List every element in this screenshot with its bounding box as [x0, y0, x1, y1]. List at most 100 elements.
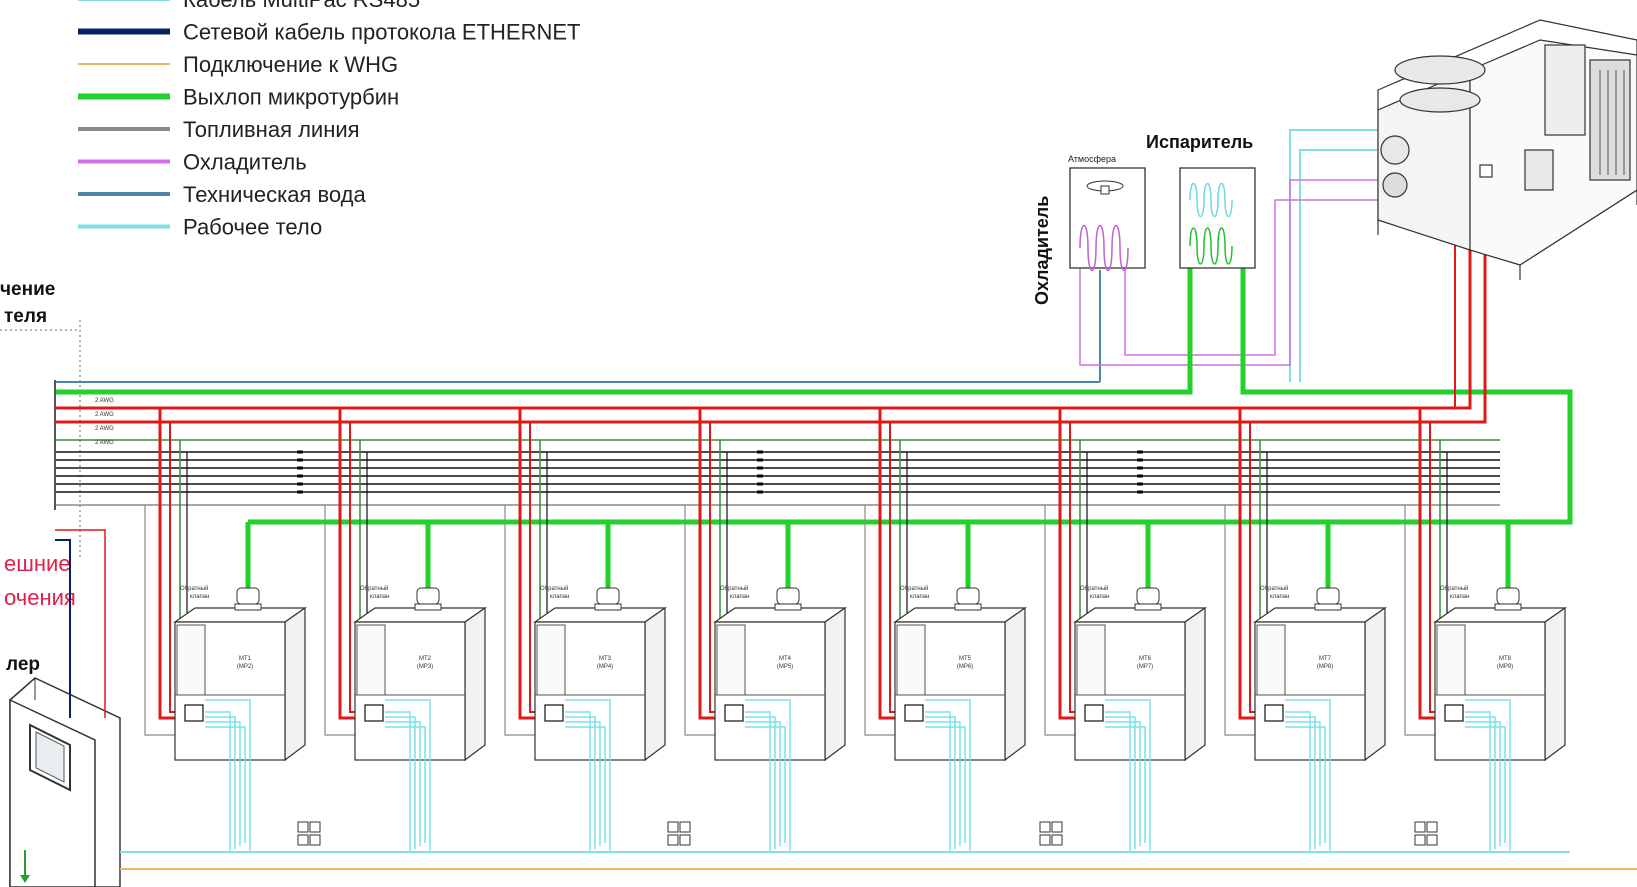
turbine-door	[176, 624, 206, 696]
check-valve-label-2: клапан	[1270, 594, 1289, 600]
check-valve-flange	[594, 603, 622, 611]
legend-label-6: Техническая вода	[183, 182, 366, 207]
turbine-name: MT3	[599, 656, 612, 662]
turbine-door	[896, 624, 926, 696]
legend-label-2: Подключение к WHG	[183, 52, 398, 77]
check-valve-flange	[954, 603, 982, 611]
turbine-rs485-0	[1465, 711, 1491, 852]
turbine-rs485-main	[1285, 699, 1331, 852]
check-valve-label-1: Обратный	[1440, 585, 1468, 592]
turbine-rs485-main	[385, 699, 431, 852]
check-valve	[1496, 587, 1520, 605]
turbine-rs485-1	[565, 716, 596, 849]
check-valve-label-2: клапан	[190, 594, 209, 600]
turbine-rs485-3	[385, 726, 426, 843]
check-valve-label-1: Обратный	[180, 585, 208, 592]
turbine-rs485-2	[1105, 721, 1141, 846]
turbine-name: MT8	[1499, 656, 1512, 662]
left-label-top-2: теля	[4, 306, 47, 327]
turbine-rs485-0	[745, 711, 771, 852]
ethernet-line	[55, 539, 71, 718]
turbine-fuel-drop	[864, 505, 905, 736]
check-valve-label-2: клапан	[1450, 594, 1469, 600]
turbine-door	[716, 624, 746, 696]
red-line-2	[55, 190, 1487, 424]
junction-box-2	[1039, 821, 1063, 846]
turbine-door	[536, 624, 566, 696]
check-valve-label-2: клапан	[730, 594, 749, 600]
turbine-rs485-3	[745, 726, 786, 843]
turbine-sub: (MP2)	[237, 664, 253, 670]
turbine-rs485-1	[1105, 716, 1136, 849]
junction-box-3	[1414, 821, 1438, 846]
turbine-name: MT7	[1319, 656, 1332, 662]
turbines: ОбратныйклапанMT1(MP2)ОбратныйклапанMT2(…	[144, 408, 1567, 852]
check-valve-flange	[1134, 603, 1162, 611]
turbine-door	[1256, 624, 1286, 696]
turbine-panel	[544, 704, 564, 722]
turbine-side	[1364, 606, 1386, 762]
coolant-line-1	[1079, 179, 1400, 366]
legend-label-4: Топливная линия	[183, 117, 360, 142]
turbine-rs485-3	[925, 726, 966, 843]
legend: Кабель MultiPac RS485Сетевой кабель прот…	[78, 0, 580, 240]
legend-label-5: Охладитель	[183, 150, 307, 175]
turbine-rs485-2	[565, 721, 601, 846]
check-valve-flange	[234, 603, 262, 611]
evaporator-label: Испаритель	[1146, 132, 1253, 152]
turbine-sub: (MP3)	[417, 664, 433, 670]
turbine-rs485-0	[1285, 711, 1311, 852]
turbine-rs485-2	[205, 721, 241, 846]
legend-label-7: Рабочее тело	[183, 215, 322, 240]
turbine-door	[1076, 624, 1106, 696]
turbine-rs485-1	[745, 716, 776, 849]
turbine-rs485-0	[205, 711, 231, 852]
check-valve-label-2: клапан	[1090, 594, 1109, 600]
check-valve-label-1: Обратный	[720, 585, 748, 592]
legend-label-0: Кабель MultiPac RS485	[183, 0, 420, 12]
turbine-rs485-main	[925, 699, 971, 852]
turbine-fuel-drop	[324, 505, 365, 736]
turbine-door	[1436, 624, 1466, 696]
fluid-line-top-2	[1299, 149, 1400, 382]
check-valve-label-1: Обратный	[900, 585, 928, 592]
turbine-fuel-drop	[1404, 505, 1445, 736]
exhaust-collector	[248, 389, 1573, 525]
turbine-rs485-0	[1105, 711, 1131, 852]
turbine-rs485-0	[385, 711, 411, 852]
exhaust-trunk-2	[1240, 268, 1480, 395]
wire-label-1: 2 AWG	[95, 398, 114, 404]
turbine-rs485-3	[565, 726, 606, 843]
wire-label-3: 2 AWG	[95, 426, 114, 432]
turbine-side	[1544, 606, 1566, 762]
turbine-rs485-main	[205, 699, 251, 852]
controller-label: лер	[6, 654, 40, 675]
turbine-side	[1184, 606, 1206, 762]
exhaust-trunk-1	[55, 268, 1193, 395]
turbine-panel	[724, 704, 744, 722]
turbine-panel	[904, 704, 924, 722]
turbine-sub: (MP7)	[1137, 664, 1153, 670]
turbine-sub: (MP8)	[1317, 664, 1333, 670]
controller-cabinet	[9, 677, 121, 887]
turbine-side	[824, 606, 846, 762]
turbine-sub: (MP5)	[777, 664, 793, 670]
junction-box-0	[297, 821, 321, 846]
check-valve-flange	[414, 603, 442, 611]
junction-box-1	[667, 821, 691, 846]
turbine-fuel-drop	[144, 505, 185, 736]
check-valve-label-1: Обратный	[1260, 585, 1288, 592]
turbine-side	[1004, 606, 1026, 762]
check-valve-label-1: Обратный	[360, 585, 388, 592]
turbine-rs485-2	[1285, 721, 1321, 846]
check-valve-label-1: Обратный	[540, 585, 568, 592]
check-valve-flange	[1494, 603, 1522, 611]
turbine-rs485-2	[745, 721, 781, 846]
check-valve-label-1: Обратный	[1080, 585, 1108, 592]
